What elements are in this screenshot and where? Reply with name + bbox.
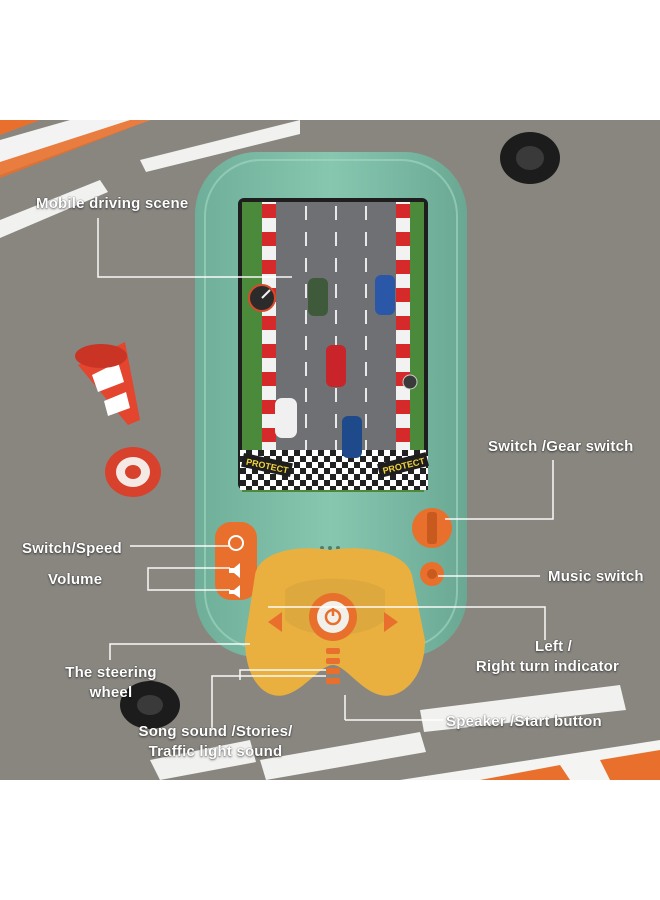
refresh-icon: [228, 535, 244, 551]
song-buttons: [326, 648, 340, 684]
car-dark-blue: [342, 416, 362, 458]
tire-top-right: [500, 132, 560, 184]
label-turn-indicator-line1: Left /: [534, 638, 573, 655]
toy-photo: PROTECT PROTECT: [0, 120, 660, 780]
tire-bottom-left: [120, 681, 180, 729]
track-stripes: [0, 120, 660, 780]
car-green: [308, 278, 328, 316]
right-indicator: [384, 612, 398, 632]
left-indicator: [268, 612, 282, 632]
music-knob-icon: [420, 562, 444, 586]
game-screen: PROTECT PROTECT: [238, 198, 429, 492]
left-button-panel: [215, 522, 257, 600]
car-white: [275, 398, 297, 438]
power-icon: [324, 608, 342, 626]
label-turn-indicator: Left / Right turn indicator: [470, 637, 625, 677]
steering-wheel: [245, 548, 425, 696]
label-speaker-start: Speaker /Start button: [446, 713, 602, 730]
label-turn-indicator-line2: Right turn indicator: [475, 658, 620, 675]
traffic-cone: [75, 342, 140, 425]
label-steering-wheel: The steering wheel: [56, 663, 166, 703]
gear-knob-icon: [412, 508, 452, 548]
label-music-switch: Music switch: [548, 568, 644, 585]
label-song-sound-line1: Song sound /Stories/: [138, 723, 293, 740]
label-song-sound: Song sound /Stories/ Traffic light sound: [128, 722, 303, 762]
volume-down-icon: [229, 585, 240, 598]
speedometer-icon: [248, 284, 276, 312]
round-cone: [105, 447, 161, 497]
volume-up-icon: [229, 563, 240, 578]
label-switch-speed: Switch/Speed: [22, 540, 122, 557]
label-steering-wheel-line2: wheel: [89, 684, 133, 701]
label-steering-wheel-line1: The steering: [65, 664, 157, 681]
car-blue: [375, 275, 395, 315]
label-song-sound-line2: Traffic light sound: [148, 743, 283, 760]
callout-lines: [97, 218, 554, 730]
label-switch-gear: Switch /Gear switch: [488, 438, 634, 455]
car-red: [326, 345, 346, 387]
label-volume: Volume: [48, 571, 103, 588]
label-mobile-driving-scene: Mobile driving scene: [36, 195, 189, 212]
